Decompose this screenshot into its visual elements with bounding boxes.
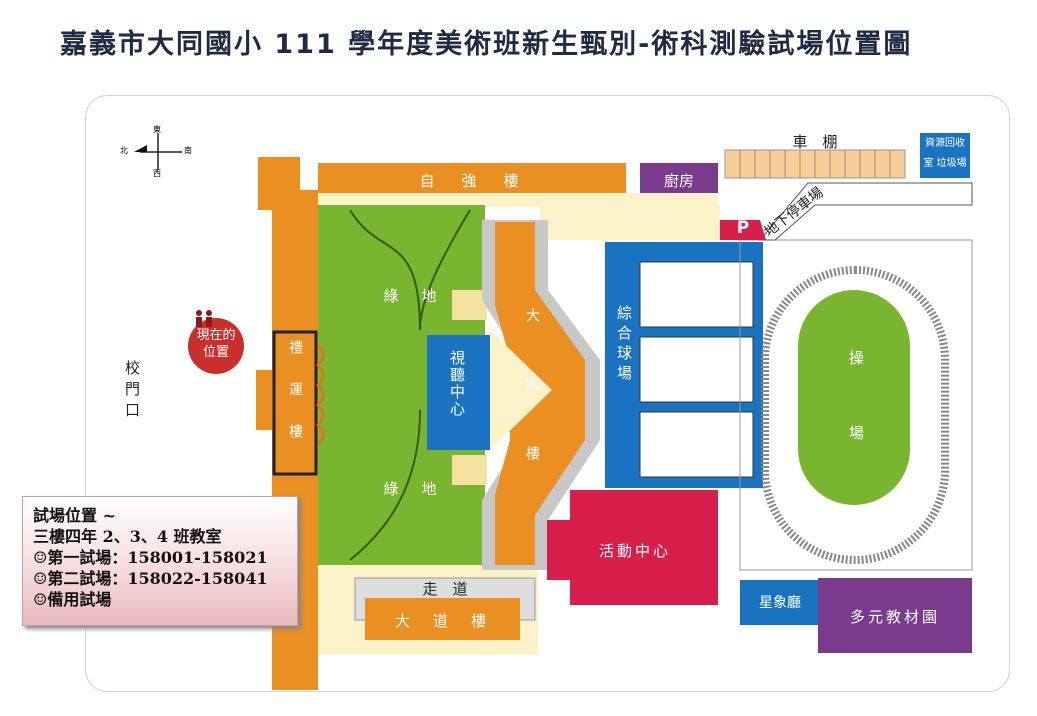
page-title: 嘉義市大同國小 111 學年度美術班新生甄別-術科測驗試場位置圖 <box>60 29 913 60</box>
parking-sign <box>720 220 766 240</box>
planetarium-label: 星象廳 <box>759 595 801 611</box>
compass-icon <box>134 133 182 170</box>
garden-label: 多元教材園 <box>849 608 940 626</box>
court-label: 綜合球場 <box>615 305 633 385</box>
green-top-label: 綠 地 <box>383 287 441 305</box>
ziqiang-label: 自 強 樓 <box>419 172 525 190</box>
compass-east: 東 <box>153 125 161 134</box>
person-icon <box>196 310 212 327</box>
kitchen-label: 廚房 <box>663 172 694 190</box>
recycle-label: 資源回收室 垃圾場 <box>923 138 967 169</box>
liyun-label: 禮運樓 <box>287 340 303 466</box>
parking-sign-label: P <box>736 218 750 238</box>
compass-labels: 東 北 南 西 <box>120 124 200 184</box>
info-line: ☺備用試場 <box>33 590 112 609</box>
walkway-label: 走 道 <box>422 580 468 598</box>
bikeshed-label: 車 棚 <box>792 133 838 151</box>
exam-info-box: 試場位置 ~ 三樓四年 2、3、4 班教室 ☺第一試場：158001-15802… <box>22 496 298 626</box>
dadao-label: 大 道 樓 <box>394 612 490 630</box>
teaching-garden <box>818 578 972 653</box>
datong-label: 大同樓 <box>524 308 540 515</box>
ziqiang-building <box>318 163 626 193</box>
activity-center <box>547 490 718 605</box>
av-center <box>427 335 490 450</box>
info-line: 試場位置 ~ <box>33 506 116 525</box>
green-bottom-label: 綠 地 <box>383 480 441 498</box>
compass-south: 南 <box>184 146 192 155</box>
recycle-room <box>920 133 970 178</box>
av-center-label: 視聽中心 <box>448 350 466 418</box>
exam-location-highlight <box>272 330 318 476</box>
field <box>798 290 910 505</box>
gate-label: 校門口 <box>123 360 141 423</box>
you-are-here-marker <box>188 318 244 374</box>
kitchen <box>640 163 718 193</box>
dadao-building <box>365 598 520 640</box>
you-are-here-label: 現在的位置 <box>196 328 236 360</box>
compass-west: 西 <box>153 169 161 178</box>
underground-parking-ramp <box>758 182 973 241</box>
info-line: 三樓四年 2、3、4 班教室 <box>33 527 222 546</box>
field-label: 操場 <box>847 350 865 500</box>
planetarium <box>740 580 820 625</box>
map-frame <box>85 95 1010 692</box>
compass-north: 北 <box>120 146 128 155</box>
info-line: ☺第二試場：158022-158041 <box>33 569 268 588</box>
activity-label: 活動中心 <box>598 542 671 560</box>
info-line: ☺第一試場：158001-158021 <box>33 548 268 567</box>
